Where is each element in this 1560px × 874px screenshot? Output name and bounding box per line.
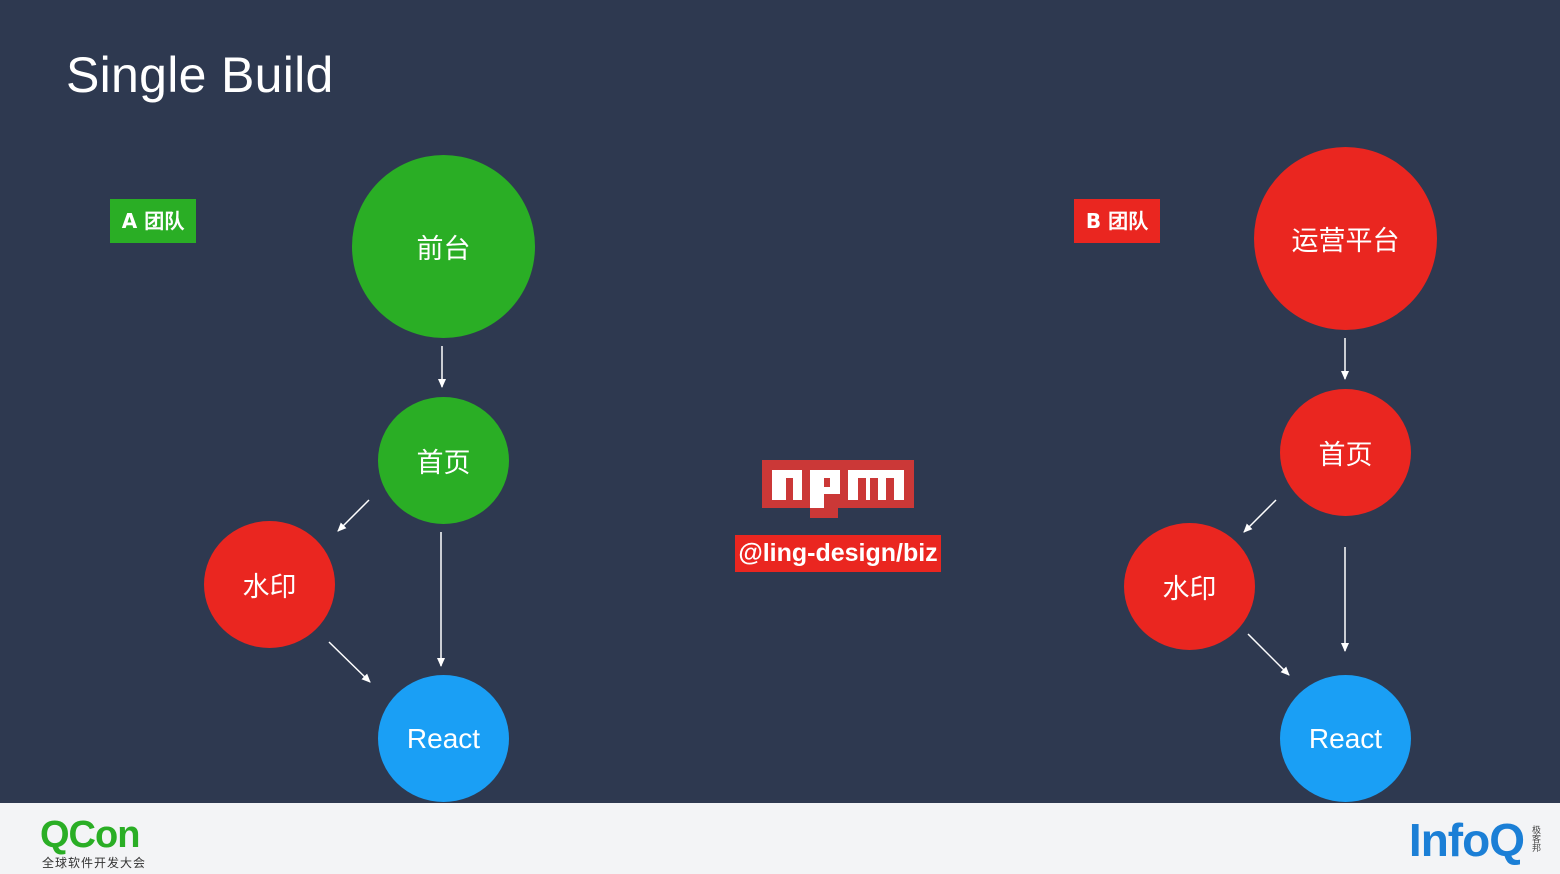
node-a-home-label: 首页 xyxy=(416,448,471,479)
node-b-watermark-label: 水印 xyxy=(1162,574,1217,605)
node-b-home: 首页 xyxy=(1280,389,1411,516)
node-a-frontend: 前台 xyxy=(352,155,535,338)
node-a-home: 首页 xyxy=(378,397,509,524)
arrow-b-home-watermark xyxy=(1243,499,1277,533)
arrow-a-watermark-react xyxy=(328,641,371,683)
node-b-ops-platform-label: 运营平台 xyxy=(1291,226,1400,257)
node-a-react: React xyxy=(378,675,509,802)
slide: Single Build A 团队 B 团队 前台 首页 水印 React 运营… xyxy=(66,47,1437,802)
node-a-react-label: React xyxy=(406,722,481,754)
package-name: @ling-design/biz xyxy=(735,535,941,572)
qcon-logo-word: QCon xyxy=(40,814,140,856)
node-a-watermark-label: 水印 xyxy=(242,572,297,603)
npm-logo-icon xyxy=(762,460,914,518)
infoq-logo-word: InfoQ xyxy=(1408,814,1525,866)
team-b-badge: B 团队 xyxy=(1074,199,1160,243)
node-b-ops-platform: 运营平台 xyxy=(1254,147,1437,330)
node-b-watermark: 水印 xyxy=(1124,523,1255,650)
infoq-logo: InfoQ 极客邦 xyxy=(1408,811,1540,869)
arrow-b-watermark-react xyxy=(1247,633,1290,676)
node-a-frontend-label: 前台 xyxy=(416,234,471,265)
team-a-badge: A 团队 xyxy=(110,199,196,243)
dependency-arrows xyxy=(328,338,1349,683)
footer-bar: QCon 全球软件开发大会 InfoQ 极客邦 xyxy=(0,803,1560,874)
slide-title: Single Build xyxy=(66,47,334,103)
node-b-react-label: React xyxy=(1308,722,1383,754)
node-b-home-label: 首页 xyxy=(1318,440,1373,471)
infoq-logo-tag: 极客邦 xyxy=(1530,825,1540,852)
node-a-watermark: 水印 xyxy=(204,521,335,648)
node-b-react: React xyxy=(1280,675,1411,802)
qcon-tagline: 全球软件开发大会 xyxy=(42,856,147,870)
qcon-logo: QCon 全球软件开发大会 xyxy=(40,813,180,871)
arrow-a-home-watermark xyxy=(337,499,370,532)
